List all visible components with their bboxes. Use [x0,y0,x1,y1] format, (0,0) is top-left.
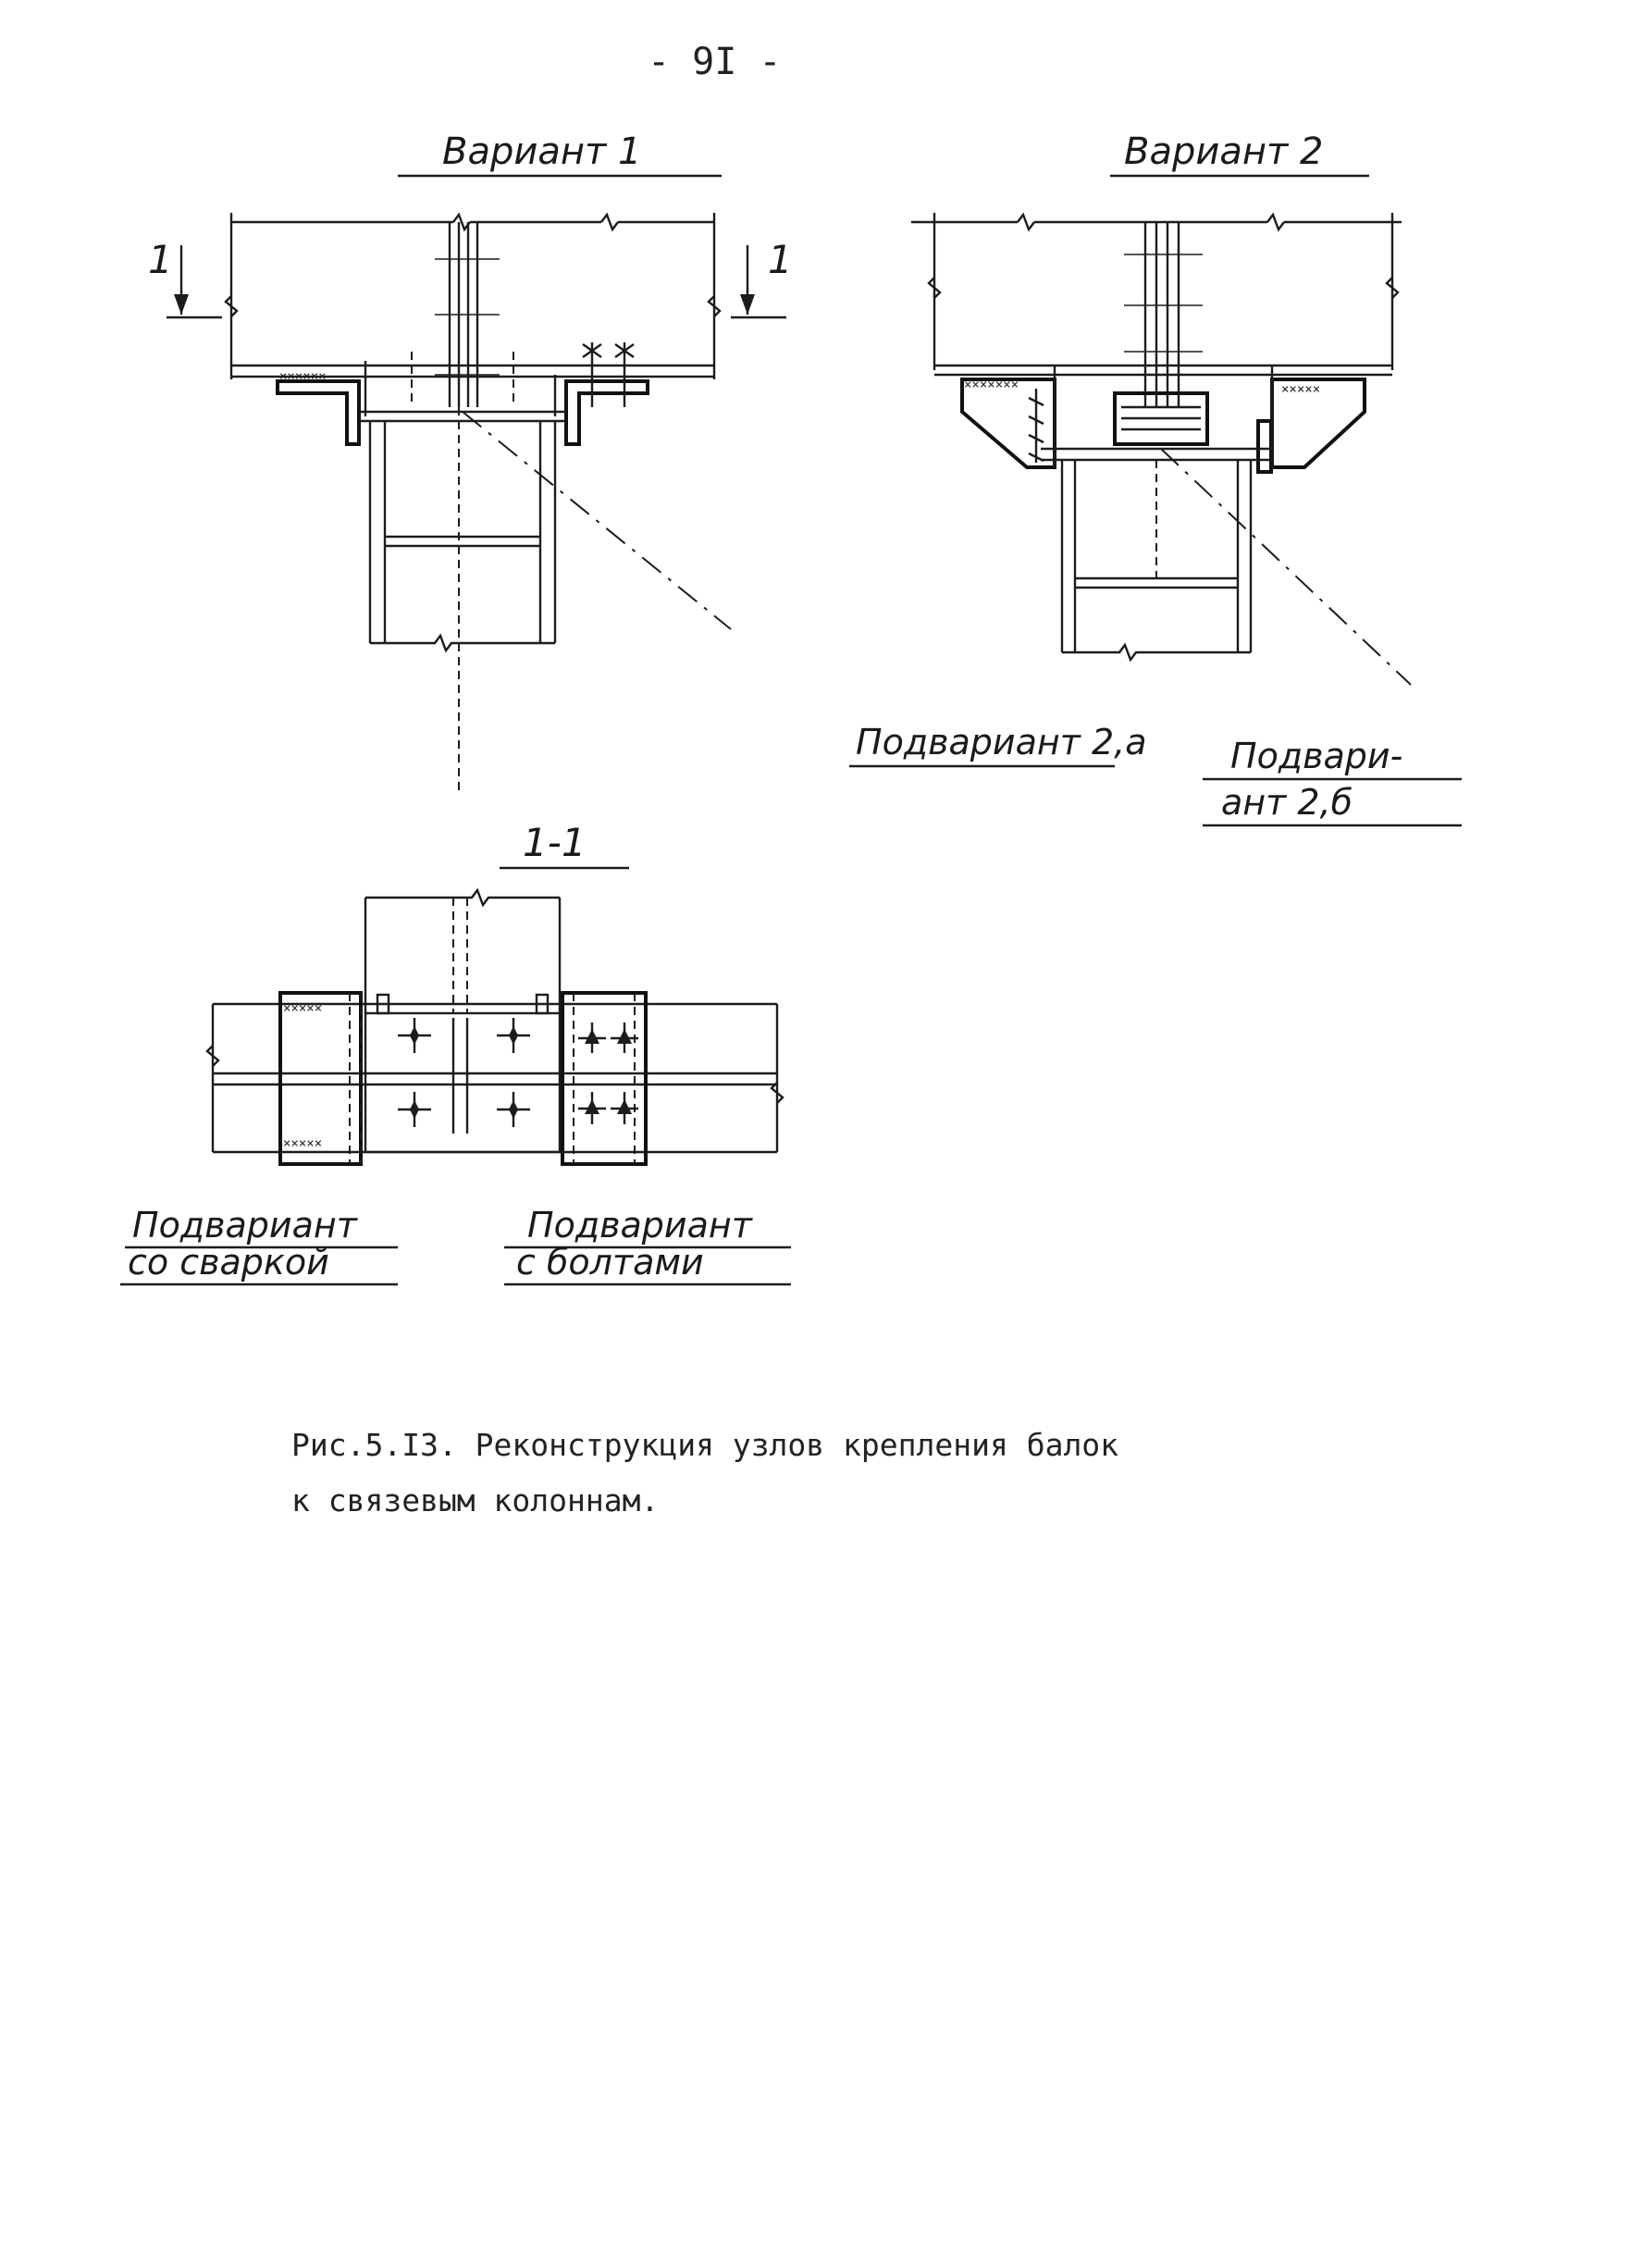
section-left-welded-plate: ××××× ××××× [278,991,363,1166]
variant-2-beam [911,212,1402,377]
variant-1-right-angle-bolted [553,342,649,446]
variant-1-column [411,222,514,796]
svg-text:1: 1 [148,237,173,282]
section-title: 1-1 [523,820,587,865]
svg-text:×××××: ××××× [1281,382,1320,397]
variant-2-right-bracket-bolted: ××××× [1256,366,1366,474]
svg-text:××××××: ×××××× [279,369,327,384]
subvariant-bolt-label-line1: Подвариант [527,1205,754,1246]
page-number: - 9I - [648,41,782,83]
variant-1-title: Вариант 1 [442,130,641,173]
variant-2-left-bracket-welded: ××××××× [960,366,1056,469]
svg-text:×××××: ××××× [283,1136,322,1151]
variant-2-column [1124,222,1203,407]
section-right-bolted-plate [561,991,648,1166]
subvariant-2a-label: Подвариант 2,а [856,722,1146,762]
variant-1-left-angle-welded: ×××××× [276,361,367,446]
section-bolts-left [398,1018,530,1127]
variant-2-filler-plates [1113,391,1209,446]
variant-2-elevation: Вариант 2 [849,130,1462,827]
section-mark-right: 1 [731,237,793,319]
svg-text:×××××: ××××× [283,1001,322,1016]
section-mark-left: 1 [148,237,222,319]
svg-text:×××××××: ××××××× [964,378,1019,392]
caption-line-2: к связевым колоннам. [291,1482,659,1518]
subvariant-2b-label-line1: Подвари- [1230,736,1402,776]
variant-1-lower-column [361,410,732,653]
variant-2-title: Вариант 2 [1124,130,1323,173]
caption-line-1: Рис.5.I3. Реконструкция узлов крепления … [291,1427,1118,1463]
variant-2-lower-column [1041,447,1412,686]
subvariant-bolt-label-line2: с болтами [516,1242,704,1283]
variant-1-beam [224,212,722,379]
svg-text:1: 1 [768,237,793,282]
subvariant-weld-label-line2: со сваркой [128,1242,329,1283]
subvariant-2b-label-line2: ант 2,б [1221,782,1353,823]
variant-1-elevation: Вариант 1 1 1 [148,130,793,796]
subvariant-weld-label-line1: Подвариант [132,1205,359,1246]
section-1-1-plan: 1-1 ××××× ××××× [120,820,791,1286]
